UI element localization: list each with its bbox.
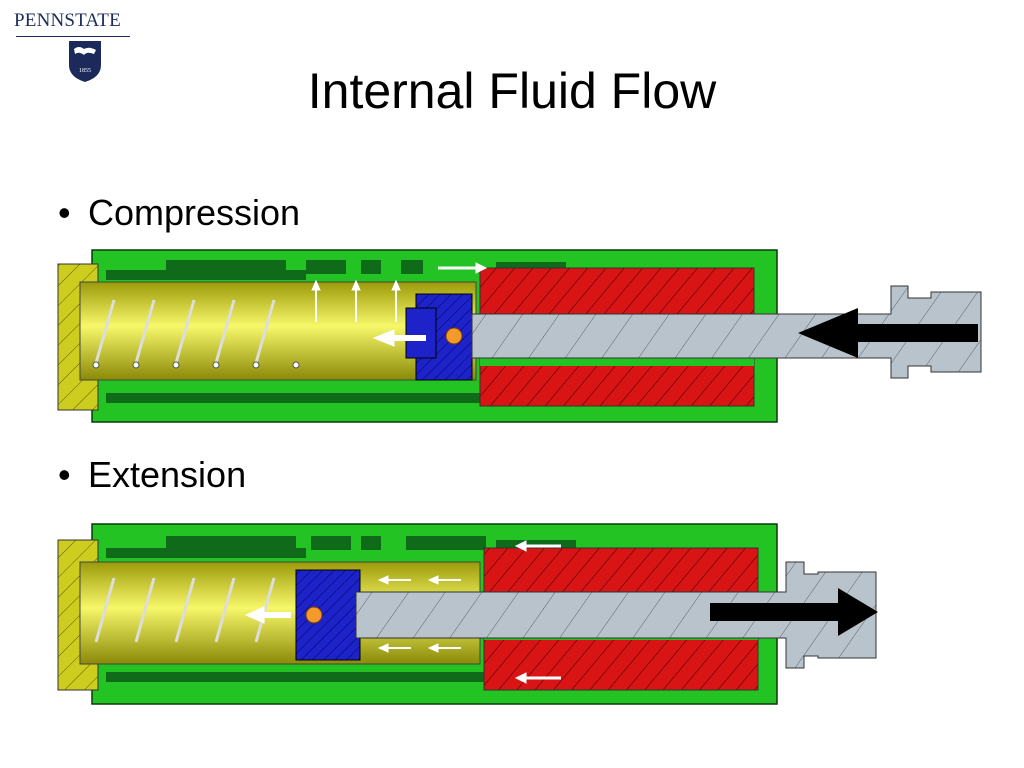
compression-diagram	[57, 249, 982, 423]
motion-arrow-in	[798, 308, 978, 358]
shield-icon: 1855	[69, 41, 101, 82]
spring	[94, 577, 276, 643]
logo-rule	[16, 36, 130, 37]
logo-wordmark: PENNSTATE	[14, 10, 121, 31]
flow-arrows	[311, 262, 488, 347]
orifice	[305, 606, 323, 624]
bullet-dot: •	[58, 192, 71, 233]
bullet-dot: •	[58, 454, 71, 495]
passage-top	[106, 270, 306, 280]
bullet-label: Extension	[88, 454, 247, 495]
flow-arrows	[244, 540, 561, 684]
spring	[94, 299, 276, 364]
orifice	[445, 327, 463, 345]
extension-diagram	[57, 523, 878, 705]
motion-arrow-out	[710, 588, 878, 636]
piston-rod	[355, 561, 877, 669]
logo-year: 1855	[79, 68, 91, 74]
bullet-label: Compression	[88, 192, 301, 233]
passage-bottom	[106, 393, 486, 403]
pennstate-logo: PENNSTATE 1855	[14, 8, 136, 82]
page-title: Internal Fluid Flow	[307, 63, 717, 119]
bullet-extension: • Extension	[58, 454, 246, 496]
bullet-compression: • Compression	[58, 192, 300, 234]
